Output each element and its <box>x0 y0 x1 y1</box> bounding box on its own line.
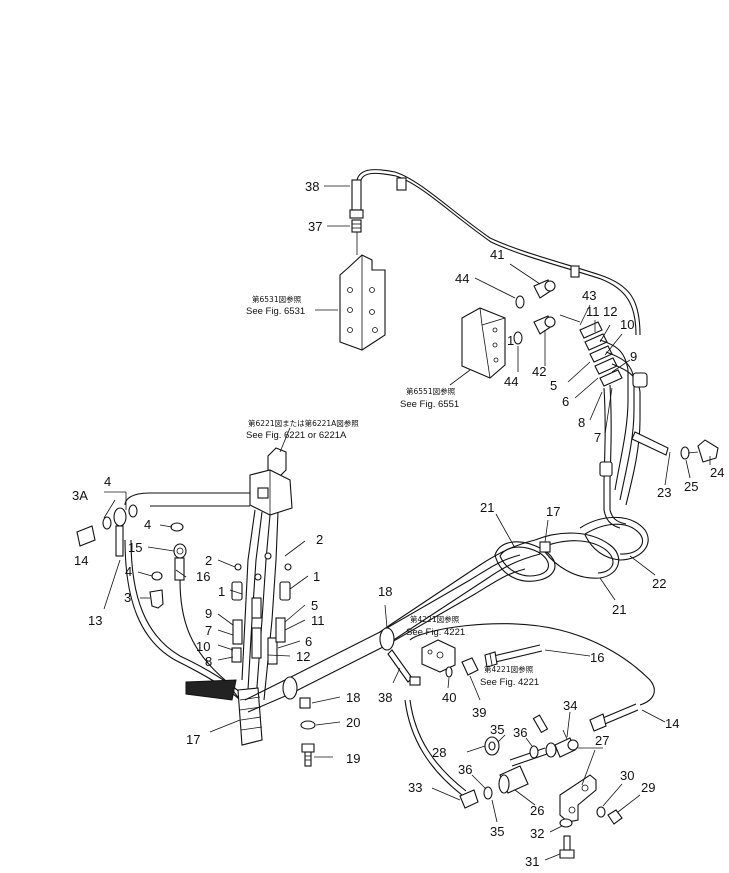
part-label: 38 <box>305 179 319 194</box>
ref-6551-jp: 第6551図参照 <box>406 386 456 396</box>
part-label: 1 <box>507 333 514 348</box>
part-label: 6 <box>562 394 569 409</box>
part-label: 35 <box>490 722 504 737</box>
valve-6551-assembly <box>461 279 719 510</box>
part-label: 33 <box>408 780 422 795</box>
ref-6221: See Fig. 6221 or 6221A <box>246 430 347 441</box>
part-label: 19 <box>346 751 360 766</box>
part-label: 20 <box>346 715 360 730</box>
bottom-right-fittings <box>404 623 655 859</box>
part-label: 11 <box>311 613 325 628</box>
part-label: 5 <box>550 378 557 393</box>
part-label: 10 <box>620 317 634 332</box>
part-label: 22 <box>652 576 666 591</box>
part-label: 6 <box>305 634 312 649</box>
part-label: 27 <box>595 733 609 748</box>
part-label: 37 <box>308 219 322 234</box>
part-label: 31 <box>525 854 539 869</box>
ref-4221a-jp: 第4221図参照 <box>410 614 460 624</box>
part-label: 4 <box>104 474 111 489</box>
part-label: 17 <box>186 732 200 747</box>
long-tube-bundle <box>244 509 649 767</box>
part-label: 7 <box>205 623 212 638</box>
part-label: 25 <box>684 479 698 494</box>
part-label: 2 <box>205 553 212 568</box>
part-label: 35 <box>490 824 504 839</box>
part-label: 16 <box>196 569 210 584</box>
part-label: 36 <box>458 762 472 777</box>
ref-4221b: See Fig. 4221 <box>480 677 539 688</box>
leader-lines <box>103 185 711 861</box>
part-label: 17 <box>546 504 560 519</box>
part-label: 8 <box>578 415 585 430</box>
part-label: 28 <box>432 745 446 760</box>
ref-6531: See Fig. 6531 <box>246 306 305 317</box>
ref-4221b-jp: 第4221図参照 <box>484 664 534 674</box>
part-numbers: 38 37 41 44 1 44 42 43 11 12 10 9 5 6 8 … <box>72 179 724 869</box>
part-label: 7 <box>594 430 601 445</box>
part-label: 23 <box>657 485 671 500</box>
part-label: 3A <box>72 488 88 503</box>
part-label: 1 <box>313 569 320 584</box>
part-label: 44 <box>504 374 518 389</box>
part-label: 4 <box>144 517 151 532</box>
valve-6531-assembly <box>339 169 641 351</box>
ref-6221-jp: 第6221図または第6221A図参照 <box>248 418 359 428</box>
part-label: 41 <box>490 247 504 262</box>
part-label: 13 <box>88 613 102 628</box>
part-label: 2 <box>316 532 323 547</box>
part-label: 1 <box>218 584 225 599</box>
figure-references: 第6531図参照 See Fig. 6531 第6551図参照 See Fig.… <box>246 294 539 688</box>
part-label: 39 <box>472 705 486 720</box>
part-label: 14 <box>665 716 679 731</box>
ref-4221a: See Fig. 4221 <box>406 627 465 638</box>
part-label: 12 <box>296 649 310 664</box>
part-label: 18 <box>346 690 360 705</box>
part-label: 16 <box>590 650 604 665</box>
part-label: 14 <box>74 553 88 568</box>
part-label: 21 <box>612 602 626 617</box>
part-label: 9 <box>630 349 637 364</box>
part-label: 24 <box>710 465 724 480</box>
part-label: 26 <box>530 803 544 818</box>
part-label: 11 <box>586 304 600 319</box>
ref-6551: See Fig. 6551 <box>400 399 459 410</box>
part-label: 30 <box>620 768 634 783</box>
part-label: 8 <box>205 654 212 669</box>
left-fittings <box>76 504 263 746</box>
part-label: 42 <box>532 364 546 379</box>
part-label: 36 <box>513 725 527 740</box>
part-label: 18 <box>378 584 392 599</box>
part-label: 32 <box>530 826 544 841</box>
part-label: 40 <box>442 690 456 705</box>
part-label: 21 <box>480 500 494 515</box>
valve-6221-assembly <box>124 447 293 701</box>
part-label: 29 <box>641 780 655 795</box>
part-label: 15 <box>128 540 142 555</box>
ref-6531-jp: 第6531図参照 <box>252 294 302 304</box>
part-label: 3 <box>124 590 131 605</box>
part-label: 44 <box>455 271 469 286</box>
part-label: 9 <box>205 606 212 621</box>
part-label: 10 <box>196 639 210 654</box>
part-label: 34 <box>563 698 577 713</box>
part-label: 4 <box>125 564 132 579</box>
part-label: 38 <box>378 690 392 705</box>
part-label: 5 <box>311 598 318 613</box>
part-label: 43 <box>582 288 596 303</box>
part-label: 12 <box>603 304 617 319</box>
